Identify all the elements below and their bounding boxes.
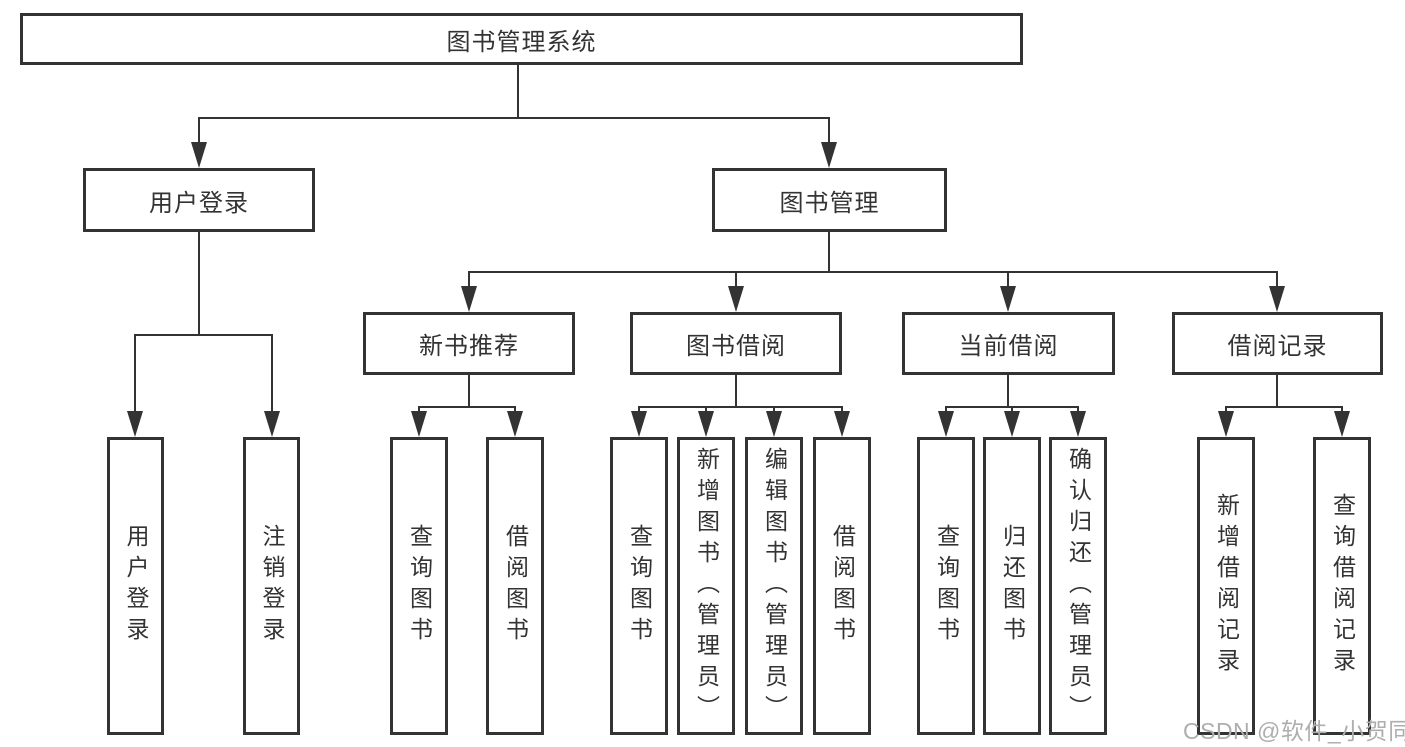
watermark: CSDN @软件_小贺同学: [1183, 718, 1405, 744]
leaf-cb-query-books: 查询图书: [917, 437, 975, 735]
leaf-br-query-record: 查询借阅记录: [1313, 437, 1371, 735]
arrowhead-icon: [938, 411, 954, 437]
leaf-bb-edit-books-admin: 编辑图书（管理员）: [745, 437, 803, 735]
connector-line: [1276, 272, 1278, 288]
node-book-mgmt: 图书管理: [712, 168, 947, 232]
arrowhead-icon: [191, 142, 207, 168]
arrowhead-icon: [766, 411, 782, 437]
leaf-user-login: 用户登录: [107, 437, 164, 735]
leaf-user-login-label: 用户登录: [123, 524, 149, 648]
arrowhead-icon: [1004, 411, 1020, 437]
leaf-bb-add-books-admin-label: 新增图书（管理员）: [693, 446, 720, 726]
leaf-cb-query-books-label: 查询图书: [933, 524, 960, 648]
leaf-bb-query-books: 查询图书: [610, 437, 668, 735]
node-book-borrow: 图书借阅: [630, 312, 842, 375]
node-borrow-records: 借阅记录: [1172, 312, 1383, 375]
connector-line: [1225, 406, 1343, 408]
connector-line: [198, 117, 830, 119]
leaf-br-add-record-label: 新增借阅记录: [1213, 493, 1240, 679]
arrowhead-icon: [834, 411, 850, 437]
connector-line: [468, 271, 1278, 273]
connector-line: [198, 232, 200, 335]
leaf-cb-confirm-return-admin: 确认归还（管理员）: [1049, 437, 1107, 735]
arrowhead-icon: [1334, 411, 1350, 437]
connector-line: [198, 118, 200, 144]
connector-line: [418, 407, 420, 413]
leaf-rec-borrow-books: 借阅图书: [486, 437, 544, 735]
leaf-cb-confirm-return-admin-label: 确认归还（管理员）: [1065, 446, 1092, 726]
node-current-borrow-label: 当前借阅: [958, 333, 1059, 360]
arrowhead-icon: [1070, 411, 1086, 437]
connector-line: [638, 407, 640, 413]
leaf-br-query-record-label: 查询借阅记录: [1329, 493, 1356, 679]
leaf-logout-label: 注销登录: [259, 524, 285, 648]
node-current-borrow: 当前借阅: [902, 312, 1115, 375]
leaf-logout: 注销登录: [243, 437, 300, 735]
leaf-rec-query-books-label: 查询图书: [406, 524, 433, 648]
connector-line: [828, 118, 830, 144]
connector-line: [134, 334, 273, 336]
leaf-bb-query-books-label: 查询图书: [626, 524, 653, 648]
leaf-bb-borrow-books: 借阅图书: [813, 437, 871, 735]
node-user-login-label: 用户登录: [149, 189, 249, 217]
connector-line: [514, 407, 516, 413]
leaf-rec-borrow-books-label: 借阅图书: [502, 524, 529, 648]
node-root-label: 图书管理系统: [446, 28, 597, 56]
connector-line: [468, 375, 470, 407]
arrowhead-icon: [631, 411, 647, 437]
leaf-bb-edit-books-admin-label: 编辑图书（管理员）: [761, 446, 788, 726]
arrowhead-icon: [461, 286, 477, 312]
arrowhead-icon: [1000, 286, 1016, 312]
node-borrow-records-label: 借阅记录: [1227, 333, 1328, 360]
leaf-br-add-record: 新增借阅记录: [1197, 437, 1255, 735]
connector-line: [1007, 375, 1009, 407]
leaf-bb-add-books-admin: 新增图书（管理员）: [677, 437, 735, 735]
arrowhead-icon: [698, 411, 714, 437]
node-new-book-rec-label: 新书推荐: [419, 333, 519, 360]
connector-line: [468, 272, 470, 288]
connector-line: [841, 407, 843, 413]
connector-line: [735, 272, 737, 288]
connector-line: [773, 407, 775, 413]
connector-line: [134, 335, 136, 412]
node-book-mgmt-label: 图书管理: [779, 189, 880, 217]
arrowhead-icon: [1269, 286, 1285, 312]
arrowhead-icon: [1218, 411, 1234, 437]
leaf-bb-borrow-books-label: 借阅图书: [829, 524, 856, 648]
connector-line: [1077, 407, 1079, 413]
node-book-borrow-label: 图书借阅: [686, 333, 786, 360]
connector-line: [418, 406, 516, 408]
connector-line: [1225, 407, 1227, 413]
connector-line: [1011, 407, 1013, 413]
connector-line: [1007, 272, 1009, 288]
connector-line: [638, 406, 843, 408]
connector-line: [517, 65, 519, 118]
leaf-rec-query-books: 查询图书: [390, 437, 448, 735]
connector-line: [1341, 407, 1343, 413]
connector-line: [735, 375, 737, 407]
arrowhead-icon: [821, 142, 837, 168]
connector-line: [705, 407, 707, 413]
arrowhead-icon: [728, 286, 744, 312]
arrowhead-icon: [127, 411, 143, 437]
arrowhead-icon: [507, 411, 523, 437]
arrowhead-icon: [264, 411, 280, 437]
connector-line: [1276, 375, 1278, 407]
node-new-book-rec: 新书推荐: [363, 312, 575, 375]
arrowhead-icon: [411, 411, 427, 437]
leaf-cb-return-books-label: 归还图书: [999, 524, 1026, 648]
node-root: 图书管理系统: [20, 13, 1023, 65]
connector-line: [828, 232, 830, 272]
node-user-login: 用户登录: [83, 168, 315, 232]
connector-line: [271, 335, 273, 412]
leaf-cb-return-books: 归还图书: [983, 437, 1041, 735]
connector-line: [945, 407, 947, 413]
